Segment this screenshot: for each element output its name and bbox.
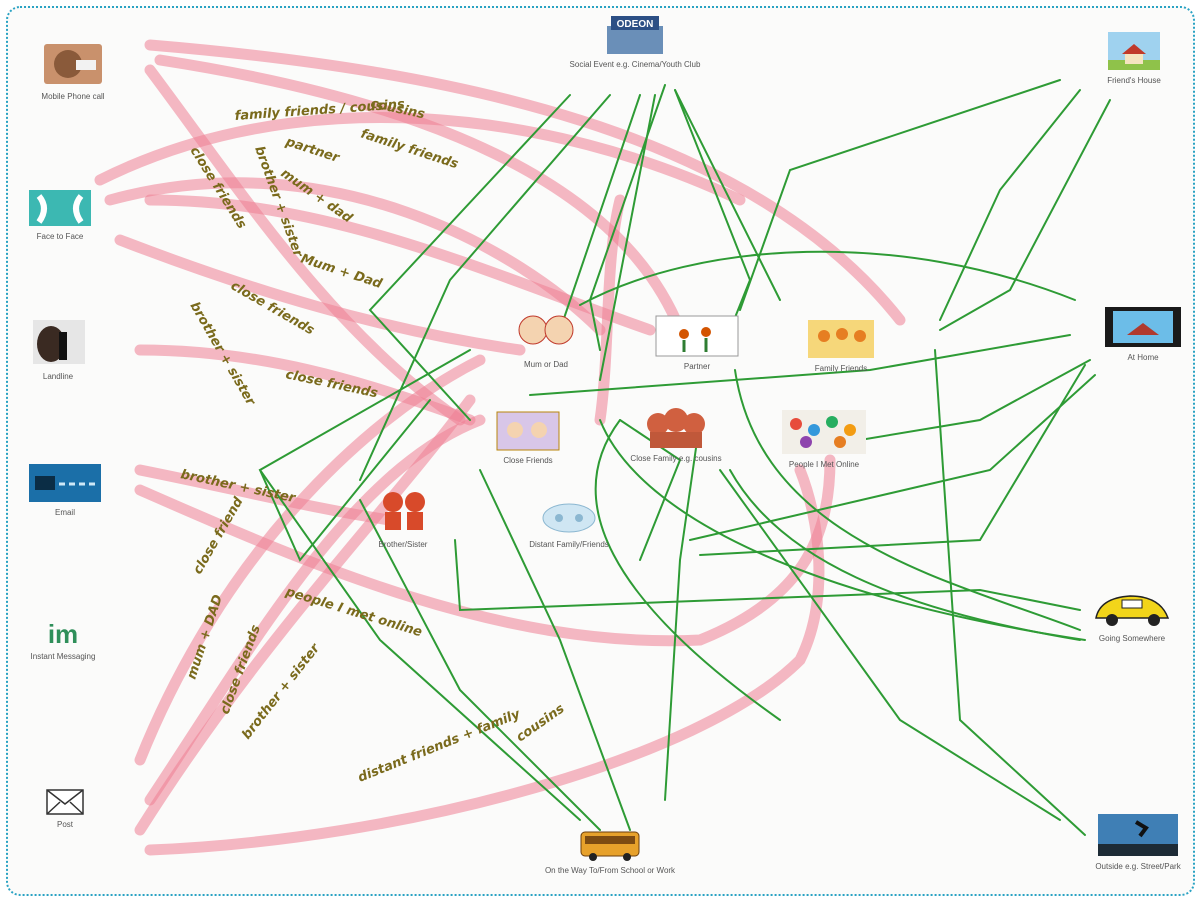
email-icon bbox=[29, 464, 101, 502]
node-landline: Landline bbox=[18, 318, 98, 381]
node-caption: Landline bbox=[42, 372, 74, 382]
node-caption: Distant Family/Friends bbox=[529, 540, 609, 550]
node-caption: Email bbox=[54, 508, 75, 518]
node-caption: On the Way To/From School or Work bbox=[544, 866, 676, 876]
odeon-sign: ODEON bbox=[617, 19, 654, 30]
node-friends-house: Friend's House bbox=[1094, 30, 1174, 85]
node-caption: People I Met Online bbox=[788, 460, 860, 470]
mobile-phone-icon bbox=[44, 44, 102, 84]
node-email: Email bbox=[22, 462, 108, 517]
node-partner: Partner bbox=[652, 314, 742, 371]
node-caption: Close Friends bbox=[503, 456, 553, 466]
im-logo: im bbox=[47, 619, 79, 649]
green-lines bbox=[258, 79, 1111, 836]
tv-icon bbox=[1105, 307, 1181, 347]
distant-family-icon bbox=[542, 503, 596, 533]
family-friends-icon bbox=[808, 320, 874, 358]
street-park-icon bbox=[1098, 814, 1178, 856]
node-outside: Outside e.g. Street/Park bbox=[1082, 812, 1194, 871]
hw-label: mum + DAD bbox=[185, 593, 227, 681]
bus-icon bbox=[580, 831, 640, 861]
node-caption: Mobile Phone call bbox=[41, 92, 105, 102]
partner-icon bbox=[655, 315, 739, 357]
cinema-building-icon: ODEON bbox=[607, 16, 663, 54]
face-to-face-icon bbox=[29, 190, 91, 226]
node-caption: Close Family e.g. cousins bbox=[630, 454, 722, 464]
node-post: Post bbox=[30, 788, 100, 829]
node-at-home: At Home bbox=[1098, 305, 1188, 362]
node-close-family: Close Family e.g. cousins bbox=[616, 404, 736, 463]
node-caption: Instant Messaging bbox=[30, 651, 96, 661]
landline-icon bbox=[33, 320, 85, 364]
node-caption: At Home bbox=[1127, 353, 1159, 363]
node-caption: Family Friends bbox=[814, 364, 868, 374]
hw-label: close friends bbox=[228, 278, 317, 338]
node-distant-family: Distant Family/Friends bbox=[514, 500, 624, 549]
node-going-somewhere: Going Somewhere bbox=[1080, 588, 1184, 643]
node-instant-messaging: im Instant Messaging bbox=[18, 619, 108, 661]
node-caption: Brother/Sister bbox=[378, 540, 428, 550]
envelope-icon bbox=[46, 789, 84, 815]
node-face-to-face: Face to Face bbox=[20, 188, 100, 241]
mum-dad-icon bbox=[518, 315, 574, 345]
node-mobile-phone-call: Mobile Phone call bbox=[28, 42, 118, 101]
node-people-met-online: People I Met Online bbox=[774, 408, 874, 469]
node-caption: Face to Face bbox=[36, 232, 84, 242]
hw-label: cousins bbox=[514, 701, 568, 745]
node-family-friends: Family Friends bbox=[796, 318, 886, 373]
node-caption: Social Event e.g. Cinema/Youth Club bbox=[569, 60, 701, 70]
node-caption: Friend's House bbox=[1107, 76, 1161, 86]
crowd-icon bbox=[782, 410, 866, 454]
node-close-friends: Close Friends bbox=[488, 410, 568, 465]
node-social-event: ODEON Social Event e.g. Cinema/Youth Clu… bbox=[560, 14, 710, 69]
hw-label: partner bbox=[283, 134, 343, 166]
node-caption: Mum or Dad bbox=[523, 360, 568, 370]
close-family-icon bbox=[647, 408, 705, 448]
brother-sister-icon bbox=[383, 492, 425, 530]
node-caption: Partner bbox=[683, 362, 711, 372]
house-icon bbox=[1108, 32, 1160, 70]
car-icon bbox=[1095, 595, 1170, 626]
node-brother-sister: Brother/Sister bbox=[368, 486, 438, 549]
node-mum-or-dad: Mum or Dad bbox=[506, 306, 586, 369]
node-caption: Outside e.g. Street/Park bbox=[1095, 862, 1181, 872]
node-caption: Going Somewhere bbox=[1098, 634, 1166, 644]
node-caption: Post bbox=[56, 820, 73, 830]
close-friends-icon bbox=[496, 411, 560, 451]
node-on-the-way: On the Way To/From School or Work bbox=[525, 826, 695, 875]
